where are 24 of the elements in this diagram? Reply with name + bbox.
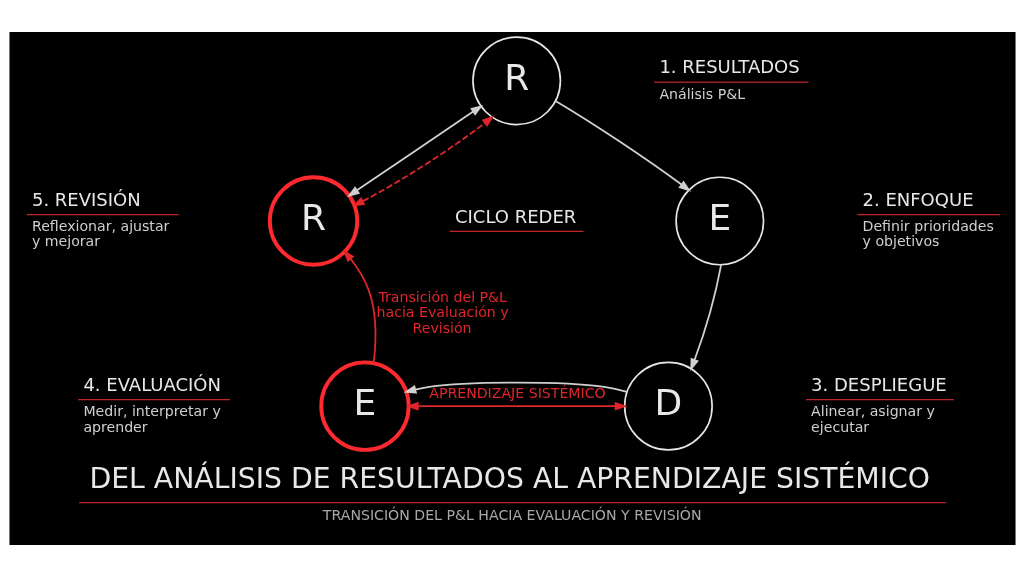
- node-label: Análisis P&L: [658, 85, 745, 102]
- node-label: Reflexionar, ajustar y mejorar: [31, 217, 169, 249]
- arrow: [403, 381, 628, 394]
- arrow: [342, 249, 376, 364]
- node-label: Definir prioridades y objetivos: [862, 217, 994, 249]
- arrow: [351, 115, 494, 207]
- node-label: 4. EVALUACIÓN: [82, 373, 221, 395]
- node-label: 5. REVISIÓN: [31, 188, 141, 210]
- node-label: 2. ENFOQUE: [862, 188, 974, 210]
- node-label: 3. DESPLIEGUE: [810, 373, 947, 395]
- arrow: [689, 263, 722, 371]
- arrow: [554, 99, 691, 192]
- label: CICLO REDER: [454, 205, 576, 227]
- caption: TRANSICIÓN DEL P&L HACIA EVALUACIÓN Y REVISIÓN: [322, 506, 702, 523]
- arrow: [405, 401, 627, 411]
- edge-label: APRENDIZAJE SISTÉMICO: [428, 384, 606, 401]
- arrow: [346, 104, 483, 197]
- diagram-title: DEL ANÁLISIS DE RESULTADOS AL APRENDIZAJE SISTÉMICO: [89, 461, 930, 495]
- node-circle: D: [623, 361, 713, 451]
- node-label: Alinear, asignar y ejecutar: [810, 402, 935, 435]
- node-circle: E: [318, 360, 411, 452]
- edge-label: Transición del P&L hacia Evaluación y Revisión: [376, 288, 509, 336]
- node-label: Medir, interpretar y aprender: [82, 402, 221, 435]
- node-label: 1. RESULTADOS: [658, 55, 800, 77]
